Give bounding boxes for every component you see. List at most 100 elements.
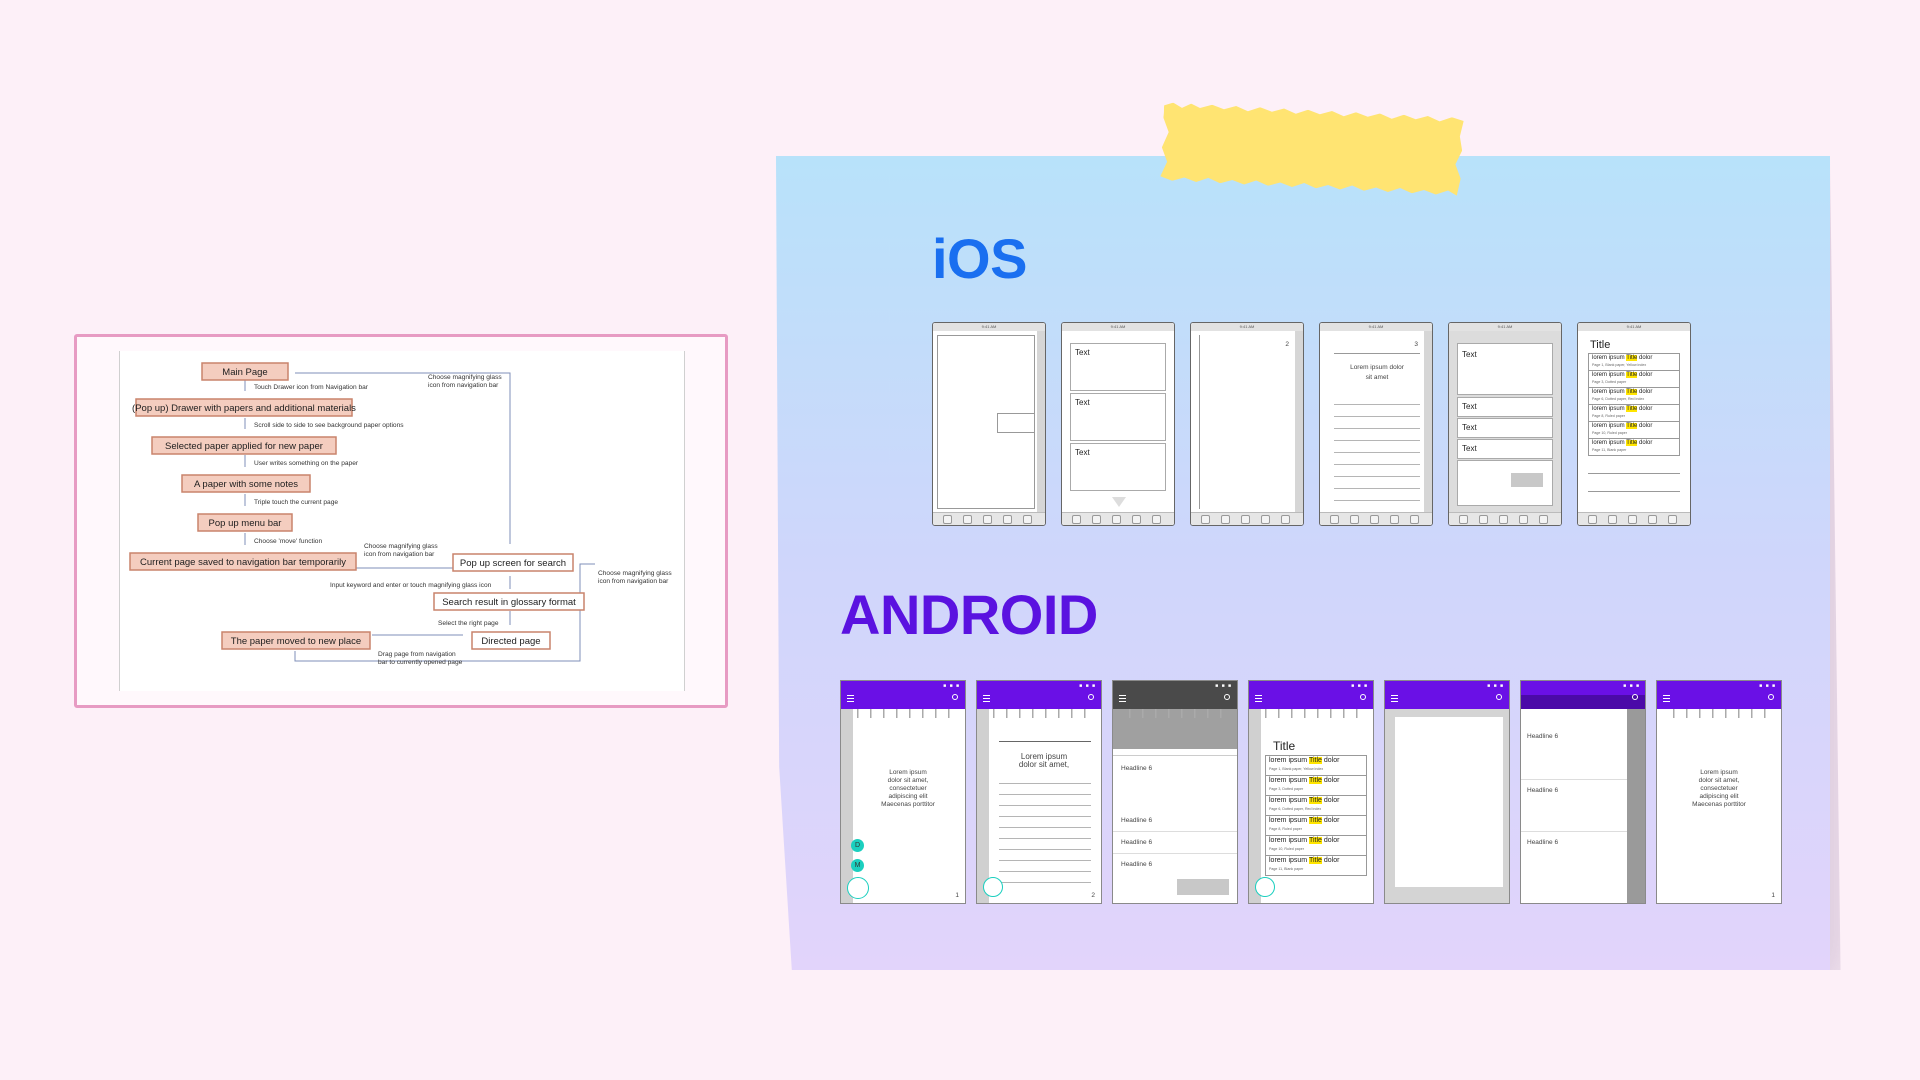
- ios-action-button[interactable]: [1511, 473, 1543, 487]
- menu-icon[interactable]: [1391, 695, 1398, 702]
- svg-text:A paper with some notes: A paper with some notes: [194, 479, 298, 490]
- fab-m[interactable]: M: [851, 859, 864, 872]
- android-headline-1: Headline 6: [1121, 765, 1153, 772]
- fab-main[interactable]: [847, 877, 869, 899]
- ios-text-card-2: Text: [1070, 393, 1166, 441]
- note-user-writes: User writes something on the paper: [254, 460, 359, 467]
- android-app-bar: ■ ■ ■: [1385, 681, 1509, 709]
- ios-tab-bar: [933, 512, 1045, 525]
- result-subtitle: Page 3, Dotted paper: [1592, 380, 1627, 384]
- ios-list-title: Title: [1590, 339, 1611, 351]
- fab-main[interactable]: [1255, 877, 1275, 897]
- note-choose-move: Choose 'move' function: [254, 538, 322, 545]
- result-title: lorem ipsum Title dolor: [1592, 423, 1653, 429]
- note-scroll-side: Scroll side to side to see background pa…: [254, 422, 404, 429]
- result-title: lorem ipsum Title dolor: [1592, 406, 1653, 412]
- search-icon[interactable]: [1496, 694, 1502, 700]
- ios-side-bar: [1424, 331, 1432, 513]
- menu-icon[interactable]: [1663, 695, 1670, 702]
- result-subtitle: Page 3, Dotted paper: [1269, 787, 1304, 791]
- result-subtitle: Page 10, Ruled paper: [1592, 431, 1627, 435]
- search-icon[interactable]: [1088, 694, 1094, 700]
- ios-status-bar: 9:41 AM: [1320, 323, 1432, 331]
- note-input-keyword: Input keyword and enter or touch magnify…: [330, 582, 492, 589]
- result-subtitle: Page 8, Ruled paper: [1269, 827, 1302, 831]
- ios-tab-bar: [1062, 512, 1174, 525]
- fab-d[interactable]: D: [851, 839, 864, 852]
- menu-icon[interactable]: [1119, 695, 1126, 702]
- flow-box-paper-notes: A paper with some notes: [181, 474, 311, 493]
- search-icon[interactable]: [1224, 694, 1230, 700]
- note-glass-nav-3a: Choose magnifying glass: [598, 570, 672, 577]
- ios-tab-bar: [1578, 512, 1690, 525]
- ios-text-row-3: Text: [1457, 439, 1553, 459]
- android-blank-paper: [1395, 717, 1503, 887]
- ios-screen-1: 9:41 AM: [932, 322, 1046, 526]
- ios-screen-3: 9:41 AM 2: [1190, 322, 1304, 526]
- ios-tab-bar: [1191, 512, 1303, 525]
- ios-status-bar: 9:41 AM: [1062, 323, 1174, 331]
- android-app-bar: ■ ■ ■: [1249, 681, 1373, 709]
- ios-tab-bar: [1449, 512, 1561, 525]
- result-title: lorem ipsum Title dolor: [1269, 817, 1340, 824]
- note-drag-page-a: Drag page from navigation: [378, 651, 456, 658]
- ios-text-row-2: Text: [1457, 418, 1553, 438]
- android-headline-4: Headline 6: [1121, 861, 1153, 868]
- android-headline-2: Headline 6: [1527, 787, 1559, 794]
- android-headline-1: Headline 6: [1527, 733, 1559, 740]
- android-side-bar: [841, 709, 853, 903]
- ios-text-card-1: Text: [1070, 343, 1166, 391]
- result-title: lorem ipsum Title dolor: [1269, 857, 1340, 864]
- search-icon[interactable]: [1360, 694, 1366, 700]
- result-title: lorem ipsum Title dolor: [1269, 797, 1340, 804]
- result-subtitle: Page 11, Blank paper: [1269, 867, 1304, 871]
- result-title: lorem ipsum Title dolor: [1592, 389, 1653, 395]
- menu-icon[interactable]: [847, 695, 854, 702]
- android-ruled-lines: [999, 773, 1091, 889]
- svg-text:Pop up screen for search: Pop up screen for search: [460, 558, 566, 569]
- android-side-bar: [1249, 709, 1261, 903]
- ios-status-bar: 9:41 AM: [1578, 323, 1690, 331]
- result-title: lorem ipsum Title dolor: [1592, 440, 1653, 446]
- menu-icon[interactable]: [983, 695, 990, 702]
- flow-box-saved-page: Current page saved to navigation bar tem…: [129, 552, 357, 571]
- binder-rings: [1255, 709, 1367, 718]
- search-icon[interactable]: [1632, 694, 1638, 700]
- note-glass-nav-1a: Choose magnifying glass: [428, 374, 502, 381]
- note-glass-nav-3b: icon from navigation bar: [598, 578, 669, 585]
- android-action-button[interactable]: [1177, 879, 1229, 895]
- search-icon[interactable]: [1768, 694, 1774, 700]
- android-screen-6: ■ ■ ■ Headline 6 Headline 6 Headline 6: [1520, 680, 1646, 904]
- search-icon[interactable]: [952, 694, 958, 700]
- fab-main[interactable]: [983, 877, 1003, 897]
- flow-box-drawer: (Pop up) Drawer with papers and addition…: [132, 398, 356, 417]
- android-app-bar: ■ ■ ■: [1657, 681, 1781, 709]
- ios-tab-bar: [1320, 512, 1432, 525]
- ios-popup-card: [997, 413, 1035, 433]
- menu-icon[interactable]: [1255, 695, 1262, 702]
- note-select-page: Select the right page: [438, 620, 499, 627]
- user-flow-diagram: Main Page (Pop up) Drawer with papers an…: [129, 362, 672, 666]
- android-app-bar: ■ ■ ■: [841, 681, 965, 709]
